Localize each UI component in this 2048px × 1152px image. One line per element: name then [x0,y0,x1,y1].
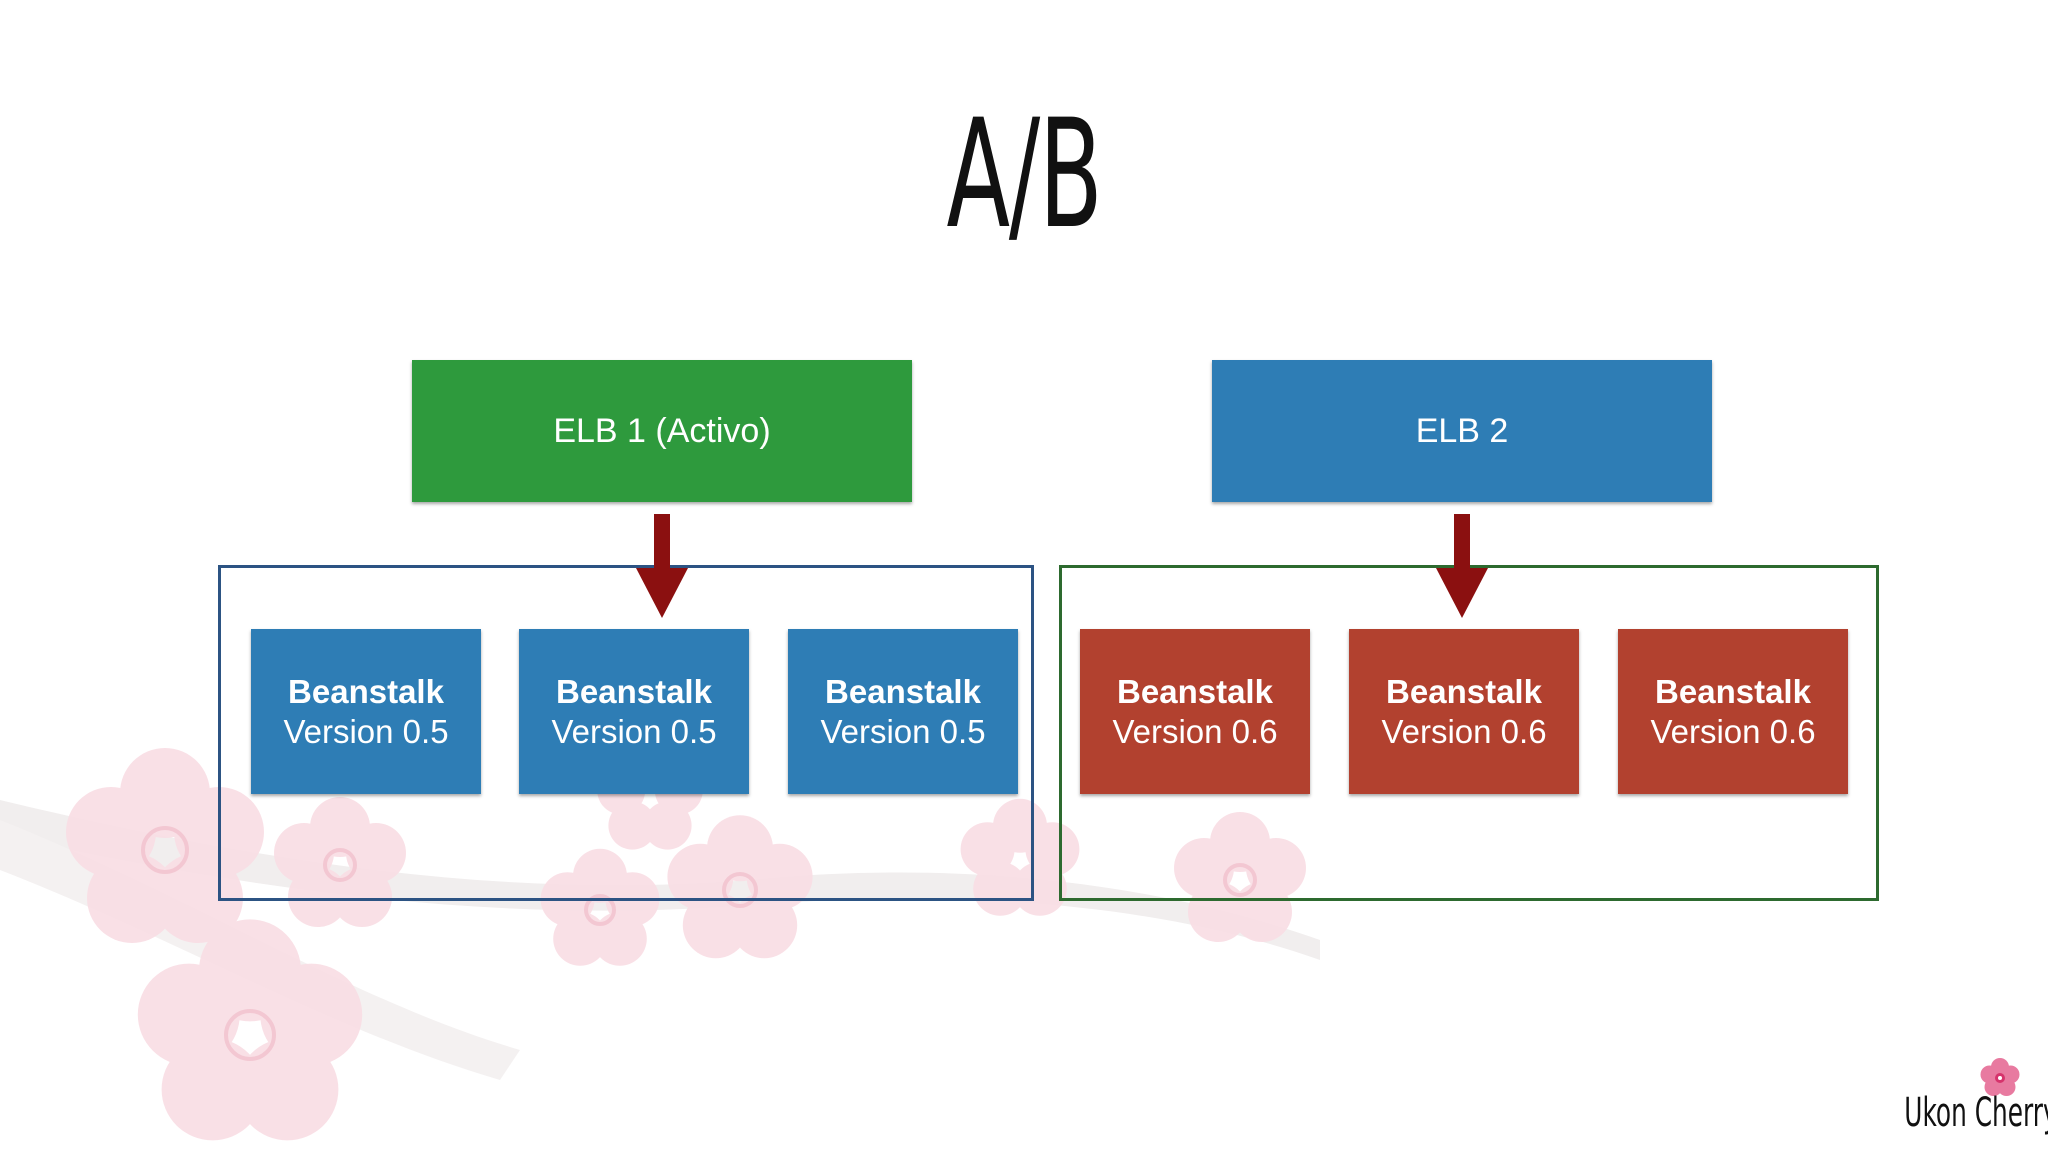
elb-2-label: ELB 2 [1415,411,1509,450]
brand-name: Ukon Cherry [1904,1090,2048,1136]
beanstalk-version: Version 0.6 [1112,712,1278,750]
arrow-down-icon [1436,514,1488,618]
arrow-down-icon [636,514,688,618]
beanstalk-name: Beanstalk [825,672,981,710]
beanstalk-name: Beanstalk [288,672,444,710]
beanstalk-box-v06-3: Beanstalk Version 0.6 [1618,629,1848,794]
beanstalk-box-v06-2: Beanstalk Version 0.6 [1349,629,1579,794]
beanstalk-version: Version 0.5 [551,712,717,750]
elb-1-label: ELB 1 (Activo) [553,411,771,450]
beanstalk-name: Beanstalk [1386,672,1542,710]
beanstalk-version: Version 0.6 [1381,712,1547,750]
beanstalk-version: Version 0.6 [1650,712,1816,750]
beanstalk-name: Beanstalk [1655,672,1811,710]
beanstalk-box-v05-1: Beanstalk Version 0.5 [251,629,481,794]
slide-title: A/B [946,88,1102,262]
beanstalk-group-v05 [218,565,1034,901]
elb-1-box: ELB 1 (Activo) [412,360,912,502]
beanstalk-box-v05-2: Beanstalk Version 0.5 [519,629,749,794]
beanstalk-name: Beanstalk [556,672,712,710]
cherry-blossom-icon [1980,1058,2020,1096]
beanstalk-version: Version 0.5 [820,712,986,750]
elb-2-box: ELB 2 [1212,360,1712,502]
beanstalk-box-v05-3: Beanstalk Version 0.5 [788,629,1018,794]
beanstalk-version: Version 0.5 [283,712,449,750]
beanstalk-box-v06-1: Beanstalk Version 0.6 [1080,629,1310,794]
beanstalk-name: Beanstalk [1117,672,1273,710]
